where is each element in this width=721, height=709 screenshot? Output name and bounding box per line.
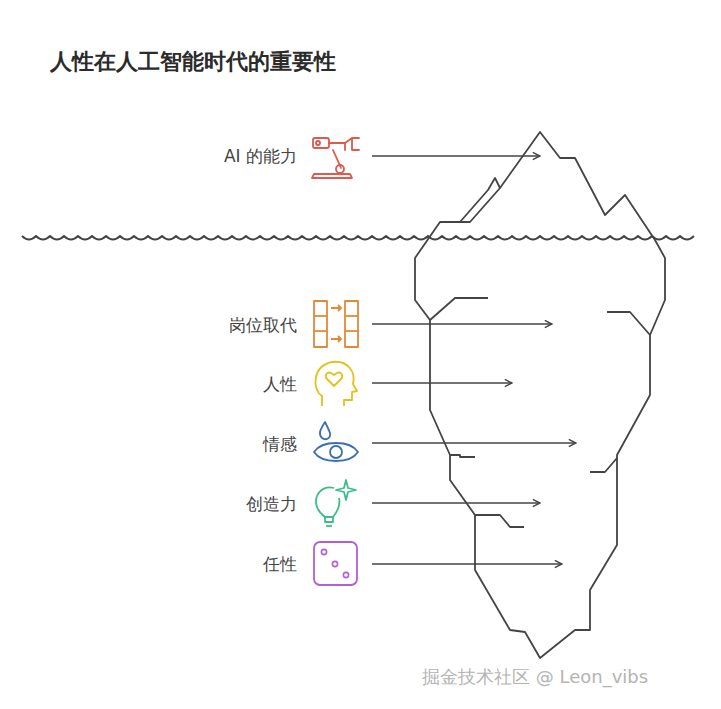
humanity-label: 人性 — [263, 373, 297, 395]
leader-arrows — [372, 156, 576, 564]
robot-arm-icon — [312, 138, 359, 178]
head-heart-icon — [315, 362, 357, 406]
emotion-label: 情感 — [263, 433, 297, 455]
creativity-label: 创造力 — [246, 493, 297, 515]
idea-icon — [316, 480, 356, 526]
ai-ability-label: AI 的能力 — [224, 145, 297, 167]
job-replacement-label: 岗位取代 — [229, 314, 297, 336]
willfulness-label: 任性 — [263, 553, 297, 575]
water-line — [22, 236, 694, 240]
diagram-title: 人性在人工智能时代的重要性 — [50, 47, 360, 77]
watermark: 掘金技术社区 @ Leon_vibs — [422, 666, 648, 688]
replacement-icon — [314, 301, 358, 347]
dice-icon — [314, 542, 357, 585]
iceberg — [415, 132, 665, 658]
emotion-icon — [314, 422, 358, 461]
